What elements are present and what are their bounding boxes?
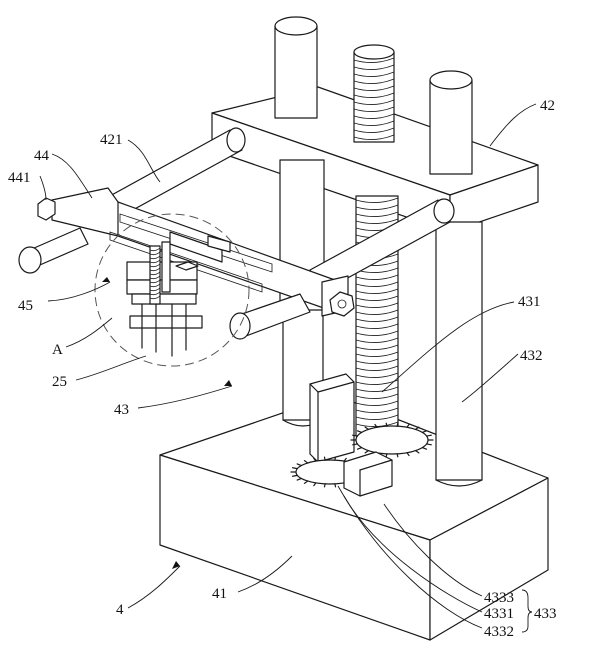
column-top-right — [429, 70, 473, 175]
label-433: 433 — [534, 606, 557, 622]
label-4: 4 — [116, 602, 124, 618]
leader-lines — [39, 103, 537, 633]
label-431: 431 — [518, 294, 541, 310]
clamp-top-block — [169, 231, 231, 263]
round-rod-left — [18, 227, 89, 274]
label-25: 25 — [52, 374, 67, 390]
round-rod-right — [229, 293, 311, 340]
leader-arrows — [102, 277, 232, 569]
motor-4333 — [309, 373, 355, 463]
label-45: 45 — [18, 298, 33, 314]
label-42: 42 — [540, 98, 555, 114]
label-4332: 4332 — [484, 624, 514, 640]
label-a: A — [52, 342, 63, 358]
clamp-assembly — [126, 241, 203, 357]
label-44: 44 — [34, 148, 50, 164]
nut-right — [329, 291, 355, 317]
part-labels: 44 441 421 42 431 432 45 A 25 43 4 41 43… — [8, 98, 557, 640]
label-421: 421 — [100, 132, 123, 148]
lead-screw-upper — [353, 44, 395, 143]
label-4333: 4333 — [484, 590, 514, 606]
guide-column-right — [435, 221, 483, 487]
label-43: 43 — [114, 402, 129, 418]
detail-circle-a — [94, 213, 250, 367]
gear-bracket — [343, 451, 393, 497]
frame-rod-rear — [107, 127, 246, 218]
gear-large-4331 — [350, 422, 434, 458]
label-441: 441 — [8, 170, 31, 186]
label-4331: 4331 — [484, 606, 514, 622]
column-top-left — [274, 16, 318, 119]
label-432: 432 — [520, 348, 543, 364]
label-41: 41 — [212, 586, 227, 602]
